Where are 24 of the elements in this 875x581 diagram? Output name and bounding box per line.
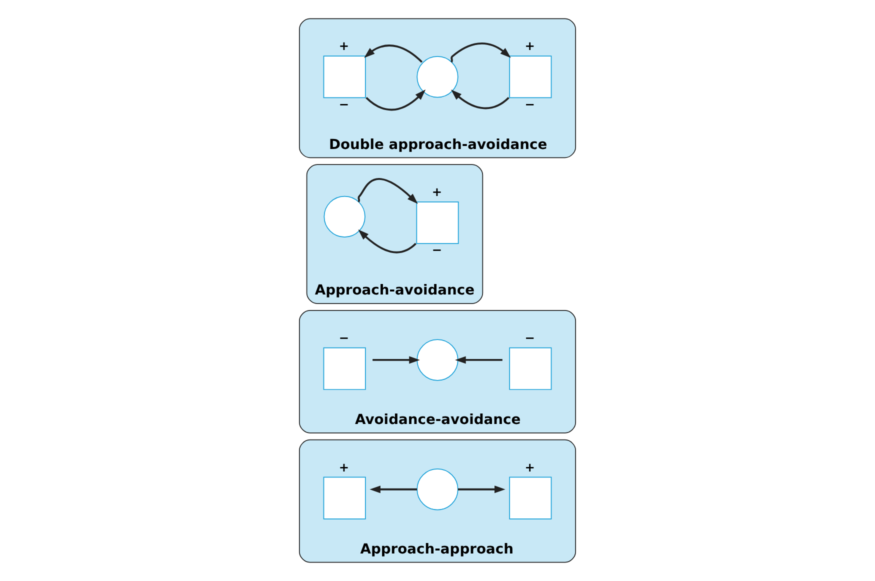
arrow (358, 229, 416, 254)
node-label: − (338, 97, 350, 112)
node-circle (324, 196, 366, 238)
node-label: + (524, 460, 535, 474)
node-label: − (524, 330, 535, 345)
arrow (370, 486, 417, 494)
arrow (451, 90, 510, 110)
node-circle (416, 339, 458, 381)
node-label: − (338, 330, 350, 345)
node-label: + (524, 39, 535, 54)
node-label: − (524, 97, 535, 112)
node-label: + (432, 185, 442, 200)
arrow (358, 178, 418, 204)
arrow (366, 90, 426, 111)
arrow (372, 356, 420, 364)
node-label: + (338, 39, 350, 54)
arrow (364, 44, 423, 63)
node-label: + (338, 460, 350, 474)
node-circle (416, 468, 458, 510)
arrow (458, 486, 506, 494)
node-label: − (432, 243, 442, 258)
arrow (450, 42, 511, 62)
arrow (455, 356, 502, 364)
node-circle (416, 56, 458, 98)
